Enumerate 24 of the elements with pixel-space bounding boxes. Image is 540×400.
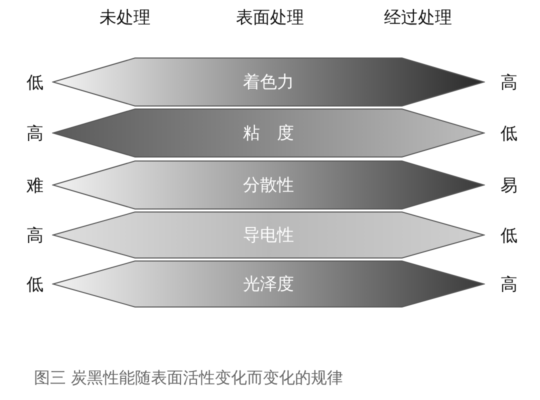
level-label: 高 — [26, 225, 44, 247]
band-label: 光泽度 — [242, 274, 295, 296]
band-label: 着色力 — [242, 72, 295, 94]
gradient-band — [52, 108, 485, 158]
level-label: 高 — [26, 123, 44, 145]
level-label: 低 — [26, 274, 44, 296]
level-label: 低 — [500, 225, 518, 247]
level-label: 低 — [26, 72, 44, 94]
column-header: 经过处理 — [383, 7, 453, 29]
figure-caption: 图三 炭黑性能随表面活性变化而变化的规律 — [34, 368, 344, 389]
gradient-band — [52, 211, 485, 259]
level-label: 高 — [500, 274, 518, 296]
band-label: 导电性 — [242, 224, 295, 246]
column-header: 未处理 — [98, 7, 152, 29]
gradient-band — [52, 57, 485, 107]
band-label: 分散性 — [242, 174, 295, 196]
band-label: 粘 度 — [242, 122, 295, 144]
level-label: 低 — [500, 123, 518, 145]
level-label: 难 — [26, 175, 44, 197]
level-label: 易 — [500, 175, 518, 197]
column-header: 表面处理 — [235, 7, 305, 29]
level-label: 高 — [500, 72, 518, 94]
gradient-band — [52, 160, 485, 210]
gradient-band — [52, 260, 485, 308]
